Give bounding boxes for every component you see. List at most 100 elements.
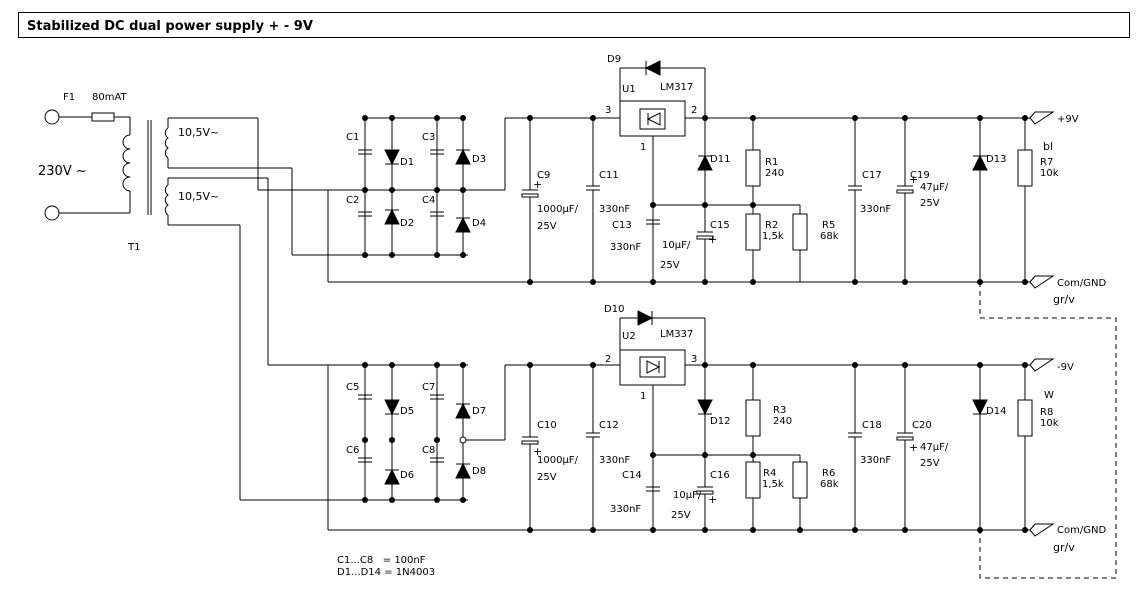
plus-mark-c19: + xyxy=(909,173,918,186)
output-flag-gnd-top xyxy=(1029,275,1055,289)
label-r5-value: 68k xyxy=(820,231,839,242)
plus-mark-c20: + xyxy=(909,441,918,454)
label-u2-pin3: 3 xyxy=(691,354,697,365)
diode-d3 xyxy=(455,148,471,165)
label-r3: R3 xyxy=(773,405,786,416)
secondary-bottom-label: 10,5V~ xyxy=(178,190,219,203)
label-c11-value: 330nF xyxy=(599,204,630,215)
resistor-r5 xyxy=(792,213,808,251)
label-c11: C11 xyxy=(599,170,619,181)
label-c14: C14 xyxy=(622,470,642,481)
label-c20-value-b: 25V xyxy=(920,458,940,469)
label-u1: U1 xyxy=(622,84,636,95)
diode-d6 xyxy=(384,468,400,485)
label-lm317: LM317 xyxy=(660,82,693,93)
resistor-r6 xyxy=(792,461,808,499)
regulator-u2-body xyxy=(619,349,686,386)
label-d13: D13 xyxy=(986,154,1006,165)
label-u2: U2 xyxy=(622,331,636,342)
label-grv-bottom: gr/v xyxy=(1053,541,1075,554)
note-diodes: D1...D14 = 1N4003 xyxy=(337,567,435,578)
label-u2-pin1: 1 xyxy=(640,391,646,402)
label-c2: C2 xyxy=(346,195,359,206)
label-r7-value: 10k xyxy=(1040,168,1059,179)
label-c12-value: 330nF xyxy=(599,455,630,466)
label-d1: D1 xyxy=(400,157,414,168)
u1-inner-diode xyxy=(646,112,661,126)
ground-link-dashed xyxy=(979,282,1117,579)
label-d12: D12 xyxy=(710,416,730,427)
label-d11: D11 xyxy=(710,154,730,165)
diode-d14 xyxy=(972,399,988,416)
plus-mark-c15: + xyxy=(708,233,717,246)
label-r2: R2 xyxy=(765,220,778,231)
junction-open xyxy=(459,436,467,444)
label-plus9v: +9V xyxy=(1057,114,1079,125)
resistor-r8 xyxy=(1017,399,1033,437)
output-flag-plus9v xyxy=(1029,111,1055,125)
label-c20-value-a: 47µF/ xyxy=(920,442,949,453)
resistor-r3 xyxy=(745,399,761,437)
label-d8: D8 xyxy=(472,466,486,477)
label-d14: D14 xyxy=(986,406,1006,417)
label-c17: C17 xyxy=(862,170,882,181)
label-c17-value: 330nF xyxy=(860,204,891,215)
diode-d8 xyxy=(455,462,471,479)
label-grv-top: gr/v xyxy=(1053,293,1075,306)
label-c16-value-b: 25V xyxy=(671,510,691,521)
label-gnd-bottom: Com/GND xyxy=(1057,525,1106,536)
label-d3: D3 xyxy=(472,154,486,165)
regulator-u1-body xyxy=(619,100,686,137)
label-c4: C4 xyxy=(422,195,435,206)
label-d5: D5 xyxy=(400,406,414,417)
note-capacitors: C1...C8 = 100nF xyxy=(337,555,426,566)
label-c19: C19 xyxy=(910,170,930,181)
label-c15-value-a: 10µF/ xyxy=(662,240,691,251)
polarity-marks: + + + + + + xyxy=(533,173,918,506)
label-c10-value-a: 1000µF/ xyxy=(537,455,579,466)
label-r4-value: 1,5k xyxy=(762,479,784,490)
label-d4: D4 xyxy=(472,218,486,229)
plus-mark-c9: + xyxy=(533,178,542,191)
label-bl: bl xyxy=(1043,140,1053,153)
label-c18: C18 xyxy=(862,420,882,431)
diode-d2 xyxy=(384,208,400,225)
label-c3: C3 xyxy=(422,132,435,143)
label-u2-pin2: 2 xyxy=(605,354,611,365)
mains-terminal-top xyxy=(44,109,60,125)
mains-label: 230V ~ xyxy=(38,164,87,179)
label-u1-pin3: 3 xyxy=(605,105,611,116)
page-title: Stabilized DC dual power supply + - 9V xyxy=(27,19,313,34)
label-r7: R7 xyxy=(1040,157,1053,168)
label-d6: D6 xyxy=(400,470,414,481)
resistor-r1 xyxy=(745,149,761,187)
regulator-u1-symbol xyxy=(639,108,666,130)
label-r1: R1 xyxy=(765,157,778,168)
label-c16-value-a: 10µF/ xyxy=(673,490,702,501)
diode-d1 xyxy=(384,149,400,166)
label-r4: R4 xyxy=(763,468,776,479)
label-c9-value-a: 1000µF/ xyxy=(537,204,579,215)
resistor-r4 xyxy=(745,461,761,499)
label-lm337: LM337 xyxy=(660,329,693,340)
diode-d4 xyxy=(455,216,471,233)
diode-d5 xyxy=(384,399,400,416)
transformer-secondary-top xyxy=(164,127,169,159)
secondary-top-label: 10,5V~ xyxy=(178,126,219,139)
diode-d10 xyxy=(637,310,654,326)
transformer-secondary-bottom xyxy=(164,184,169,216)
label-c16: C16 xyxy=(710,470,730,481)
label-r1-value: 240 xyxy=(765,168,784,179)
label-c18-value: 330nF xyxy=(860,455,891,466)
label-u1-pin2: 2 xyxy=(691,105,697,116)
label-c9-value-b: 25V xyxy=(537,221,557,232)
title-box: Stabilized DC dual power supply + - 9V xyxy=(18,12,1130,38)
label-c15: C15 xyxy=(710,220,730,231)
transformer-primary xyxy=(122,134,131,192)
resistor-r2 xyxy=(745,213,761,251)
plus-mark-c10: + xyxy=(533,445,542,458)
label-c19-value-b: 25V xyxy=(920,198,940,209)
label-r3-value: 240 xyxy=(773,416,792,427)
label-c6: C6 xyxy=(346,445,359,456)
label-c12: C12 xyxy=(599,420,619,431)
